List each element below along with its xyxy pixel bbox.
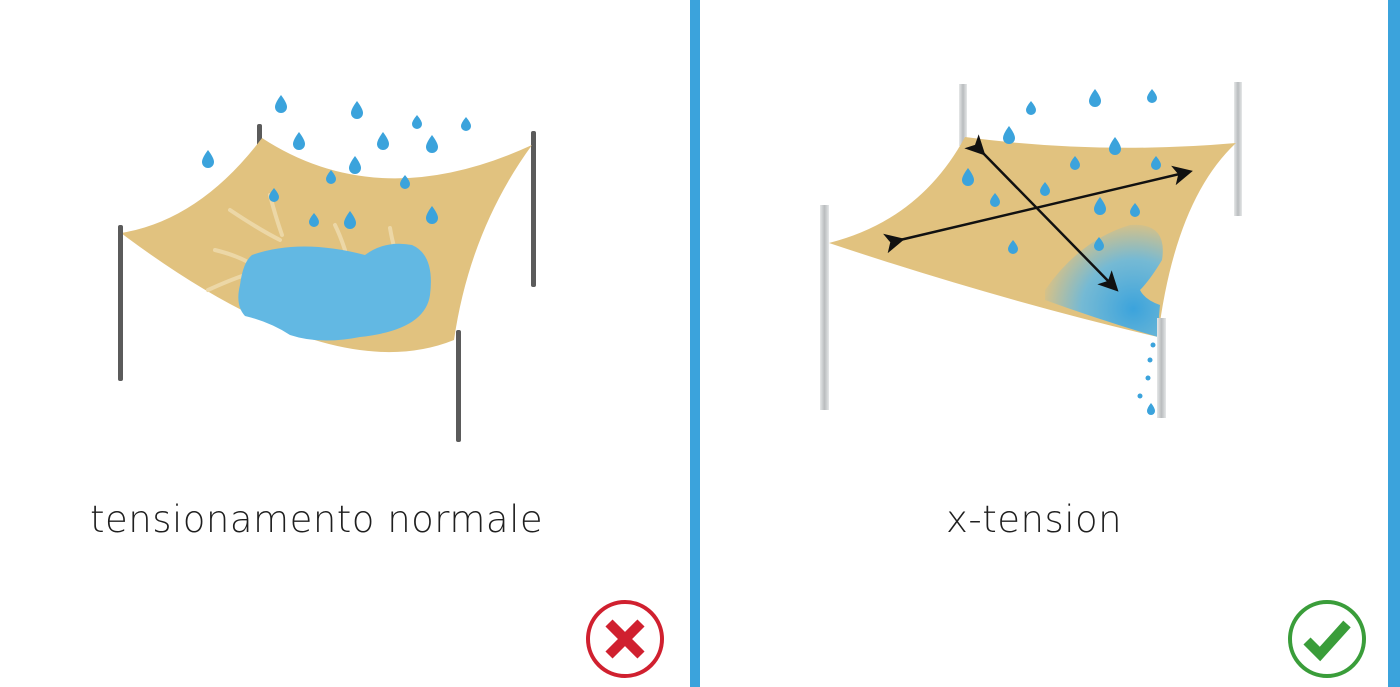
panel-x-tension: x-tension xyxy=(700,0,1388,687)
fabric-sail xyxy=(829,137,1236,337)
pole-icon xyxy=(1157,318,1166,418)
pole-icon xyxy=(531,131,536,287)
red-cross-circle-icon xyxy=(586,600,664,678)
pole-icon xyxy=(959,84,967,146)
pole-icon xyxy=(820,205,829,410)
green-check-circle-icon xyxy=(1288,600,1366,678)
x-tension-shade-sail-illustration xyxy=(820,82,1242,418)
panel-normal-tension: tensionamento normale xyxy=(0,0,690,687)
pole-icon xyxy=(118,225,123,381)
sagging-shade-sail-illustration xyxy=(118,95,536,442)
raindrops xyxy=(202,95,471,229)
pole-icon xyxy=(456,330,461,442)
caption-x-tension: x-tension xyxy=(946,498,1123,541)
pole-icon xyxy=(1234,82,1242,216)
right-edge-border xyxy=(1388,0,1400,687)
raindrops xyxy=(962,89,1161,415)
caption-normal-tension: tensionamento normale xyxy=(90,498,544,541)
tension-arrow xyxy=(964,134,1119,292)
water-pool xyxy=(238,243,431,341)
panel-divider xyxy=(690,0,700,687)
